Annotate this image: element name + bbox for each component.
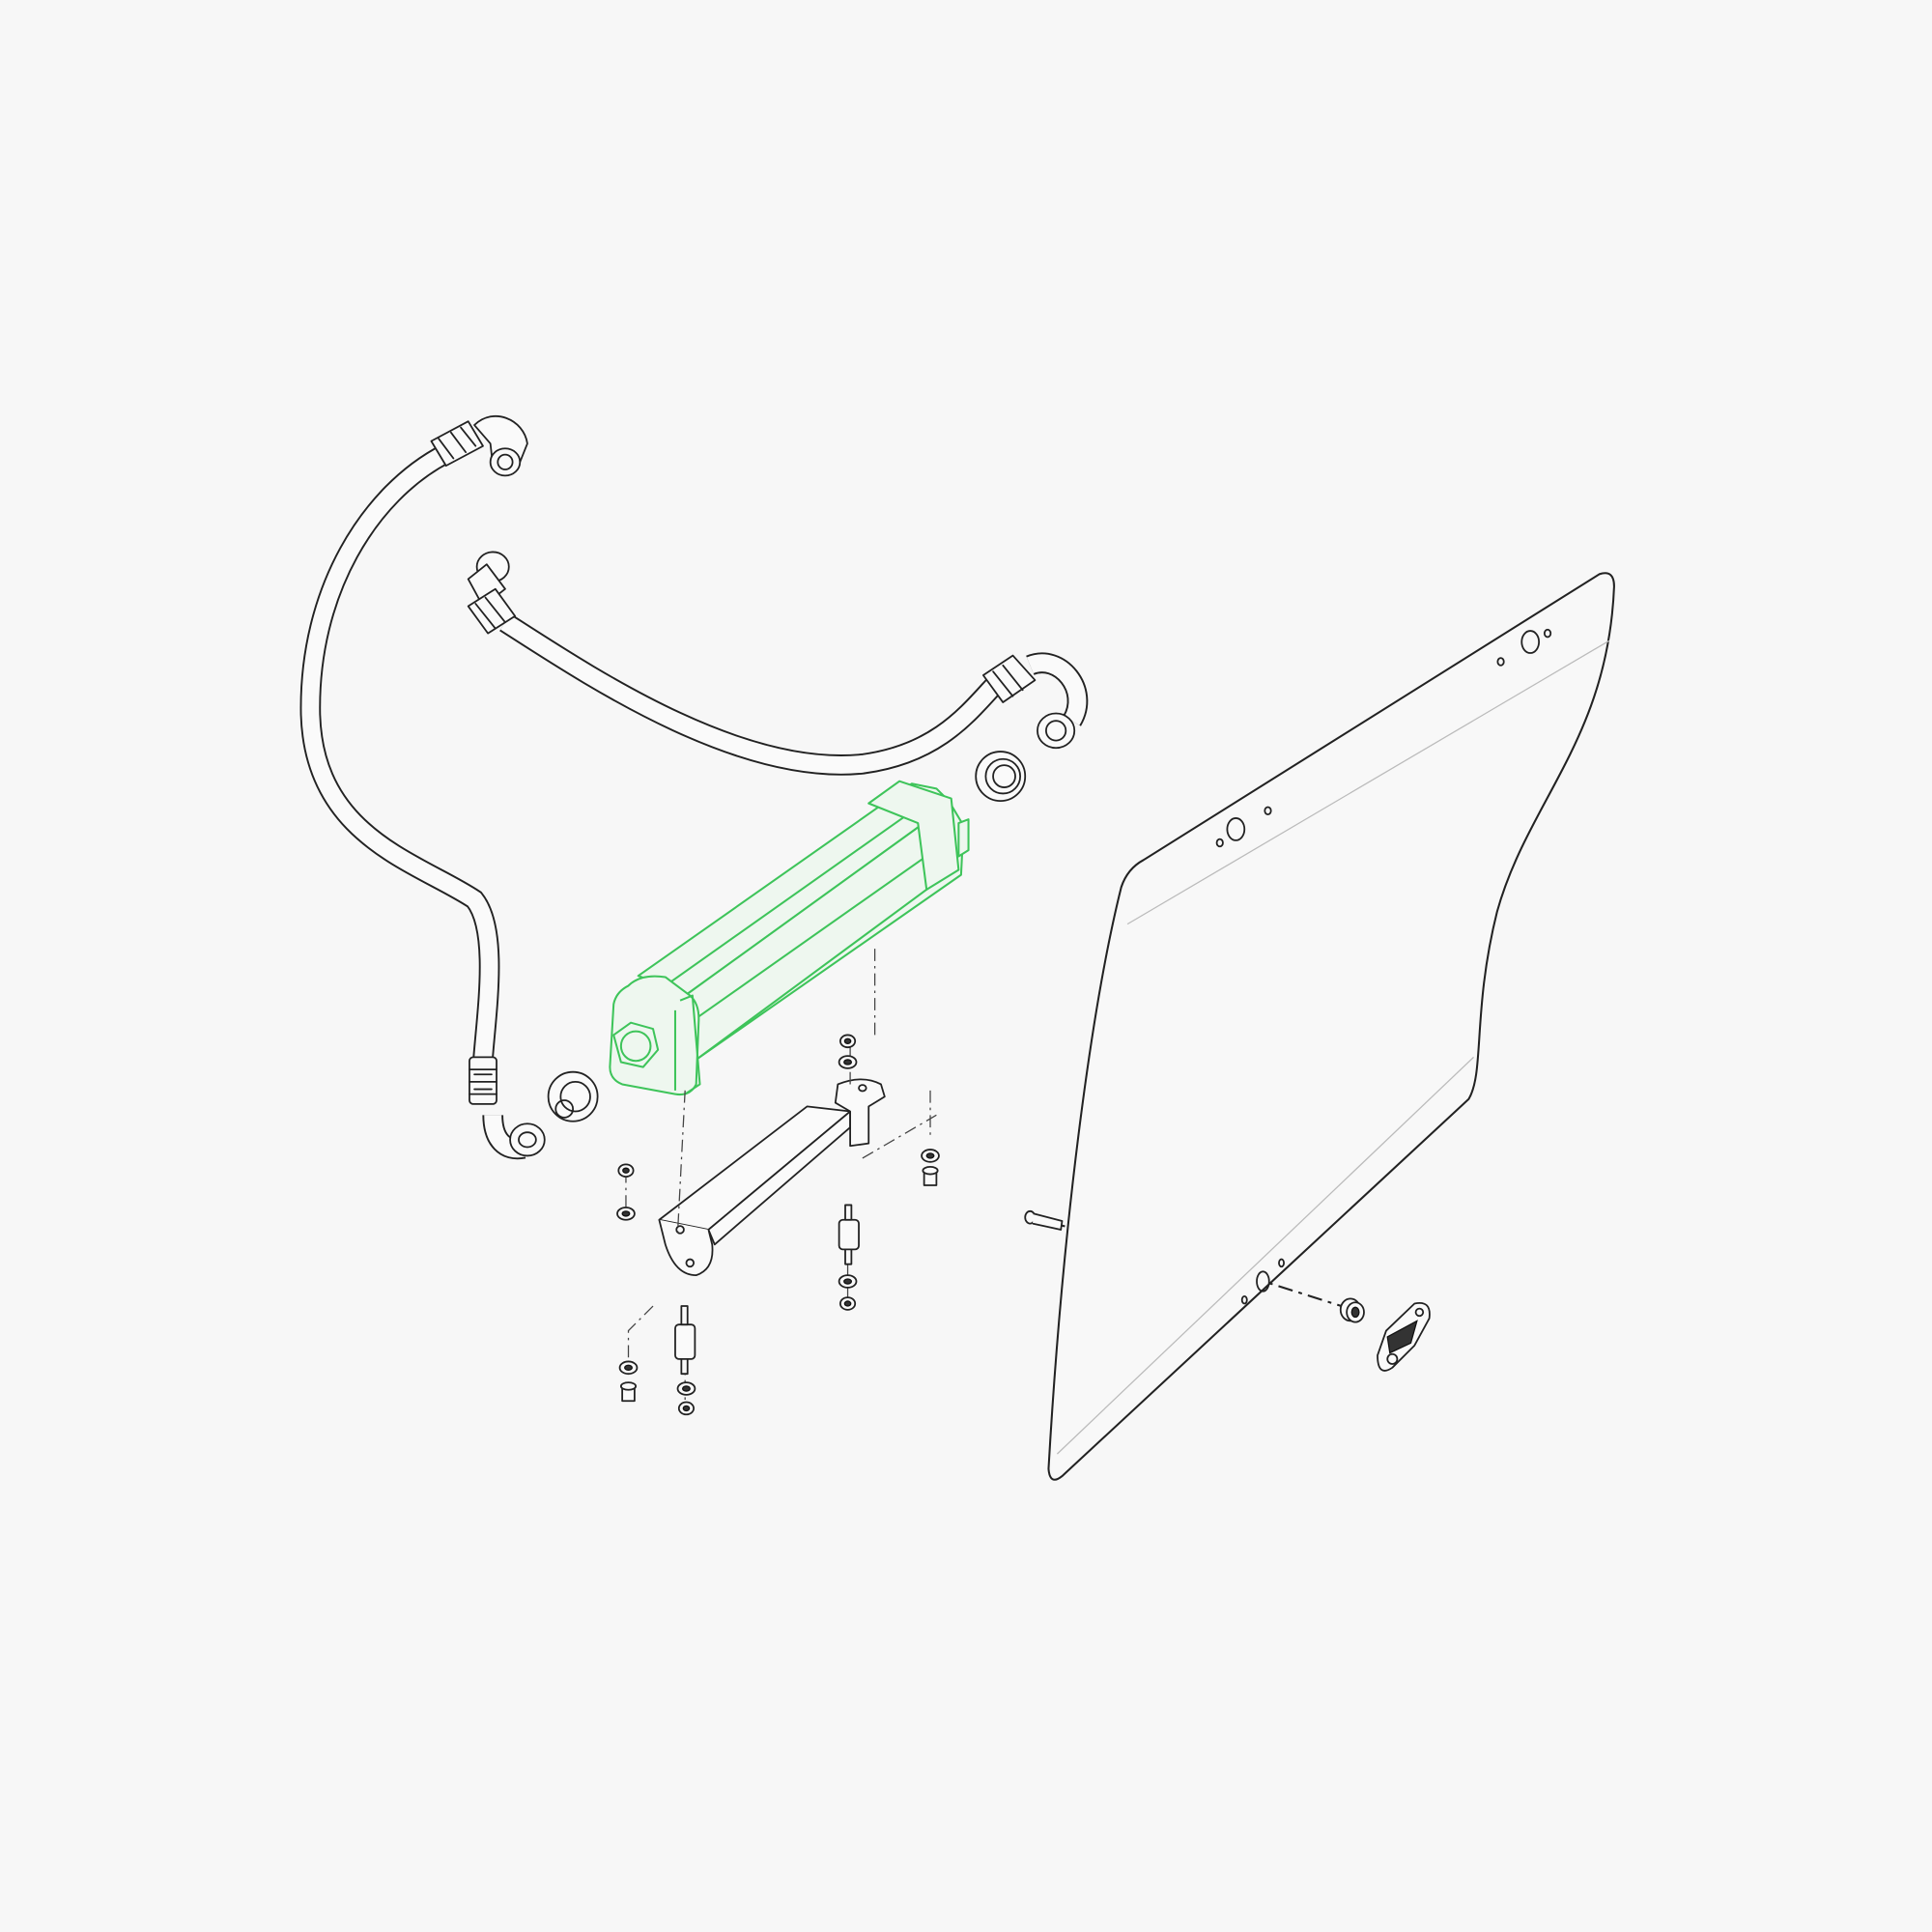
bolt[interactable]: [922, 1166, 939, 1186]
long-hose[interactable]: [299, 443, 526, 1160]
nut[interactable]: [677, 1401, 696, 1416]
washer[interactable]: [618, 1360, 639, 1376]
hose-fitting-bottom-left: [469, 1056, 546, 1157]
hose-fitting-upper-right: [981, 654, 1076, 750]
grommet[interactable]: [1339, 1297, 1365, 1323]
washer[interactable]: [838, 1055, 858, 1069]
rubber-mount[interactable]: [838, 1204, 860, 1265]
rubber-mount[interactable]: [674, 1305, 696, 1376]
nut[interactable]: [839, 1296, 857, 1311]
panel[interactable]: [1047, 572, 1615, 1481]
washer[interactable]: [838, 1274, 858, 1289]
upper-hose[interactable]: [499, 613, 1089, 776]
washer[interactable]: [616, 1207, 636, 1221]
oil-cooler[interactable]: [609, 780, 970, 1096]
adapter-fitting-left[interactable]: [547, 1070, 599, 1122]
hose-fitting-upper-left: [467, 551, 517, 635]
hose-fitting-top-left: [430, 415, 528, 477]
fasteners[interactable]: [616, 1034, 940, 1416]
panel-bolt[interactable]: [1024, 1209, 1064, 1231]
bolt[interactable]: [619, 1381, 638, 1403]
mounting-bracket[interactable]: [658, 1078, 886, 1277]
latch-bracket[interactable]: [1377, 1301, 1431, 1372]
washer[interactable]: [676, 1381, 696, 1396]
adapter-fitting-right[interactable]: [975, 751, 1027, 802]
nut[interactable]: [839, 1034, 857, 1049]
washer[interactable]: [921, 1149, 940, 1163]
nut[interactable]: [617, 1163, 635, 1179]
